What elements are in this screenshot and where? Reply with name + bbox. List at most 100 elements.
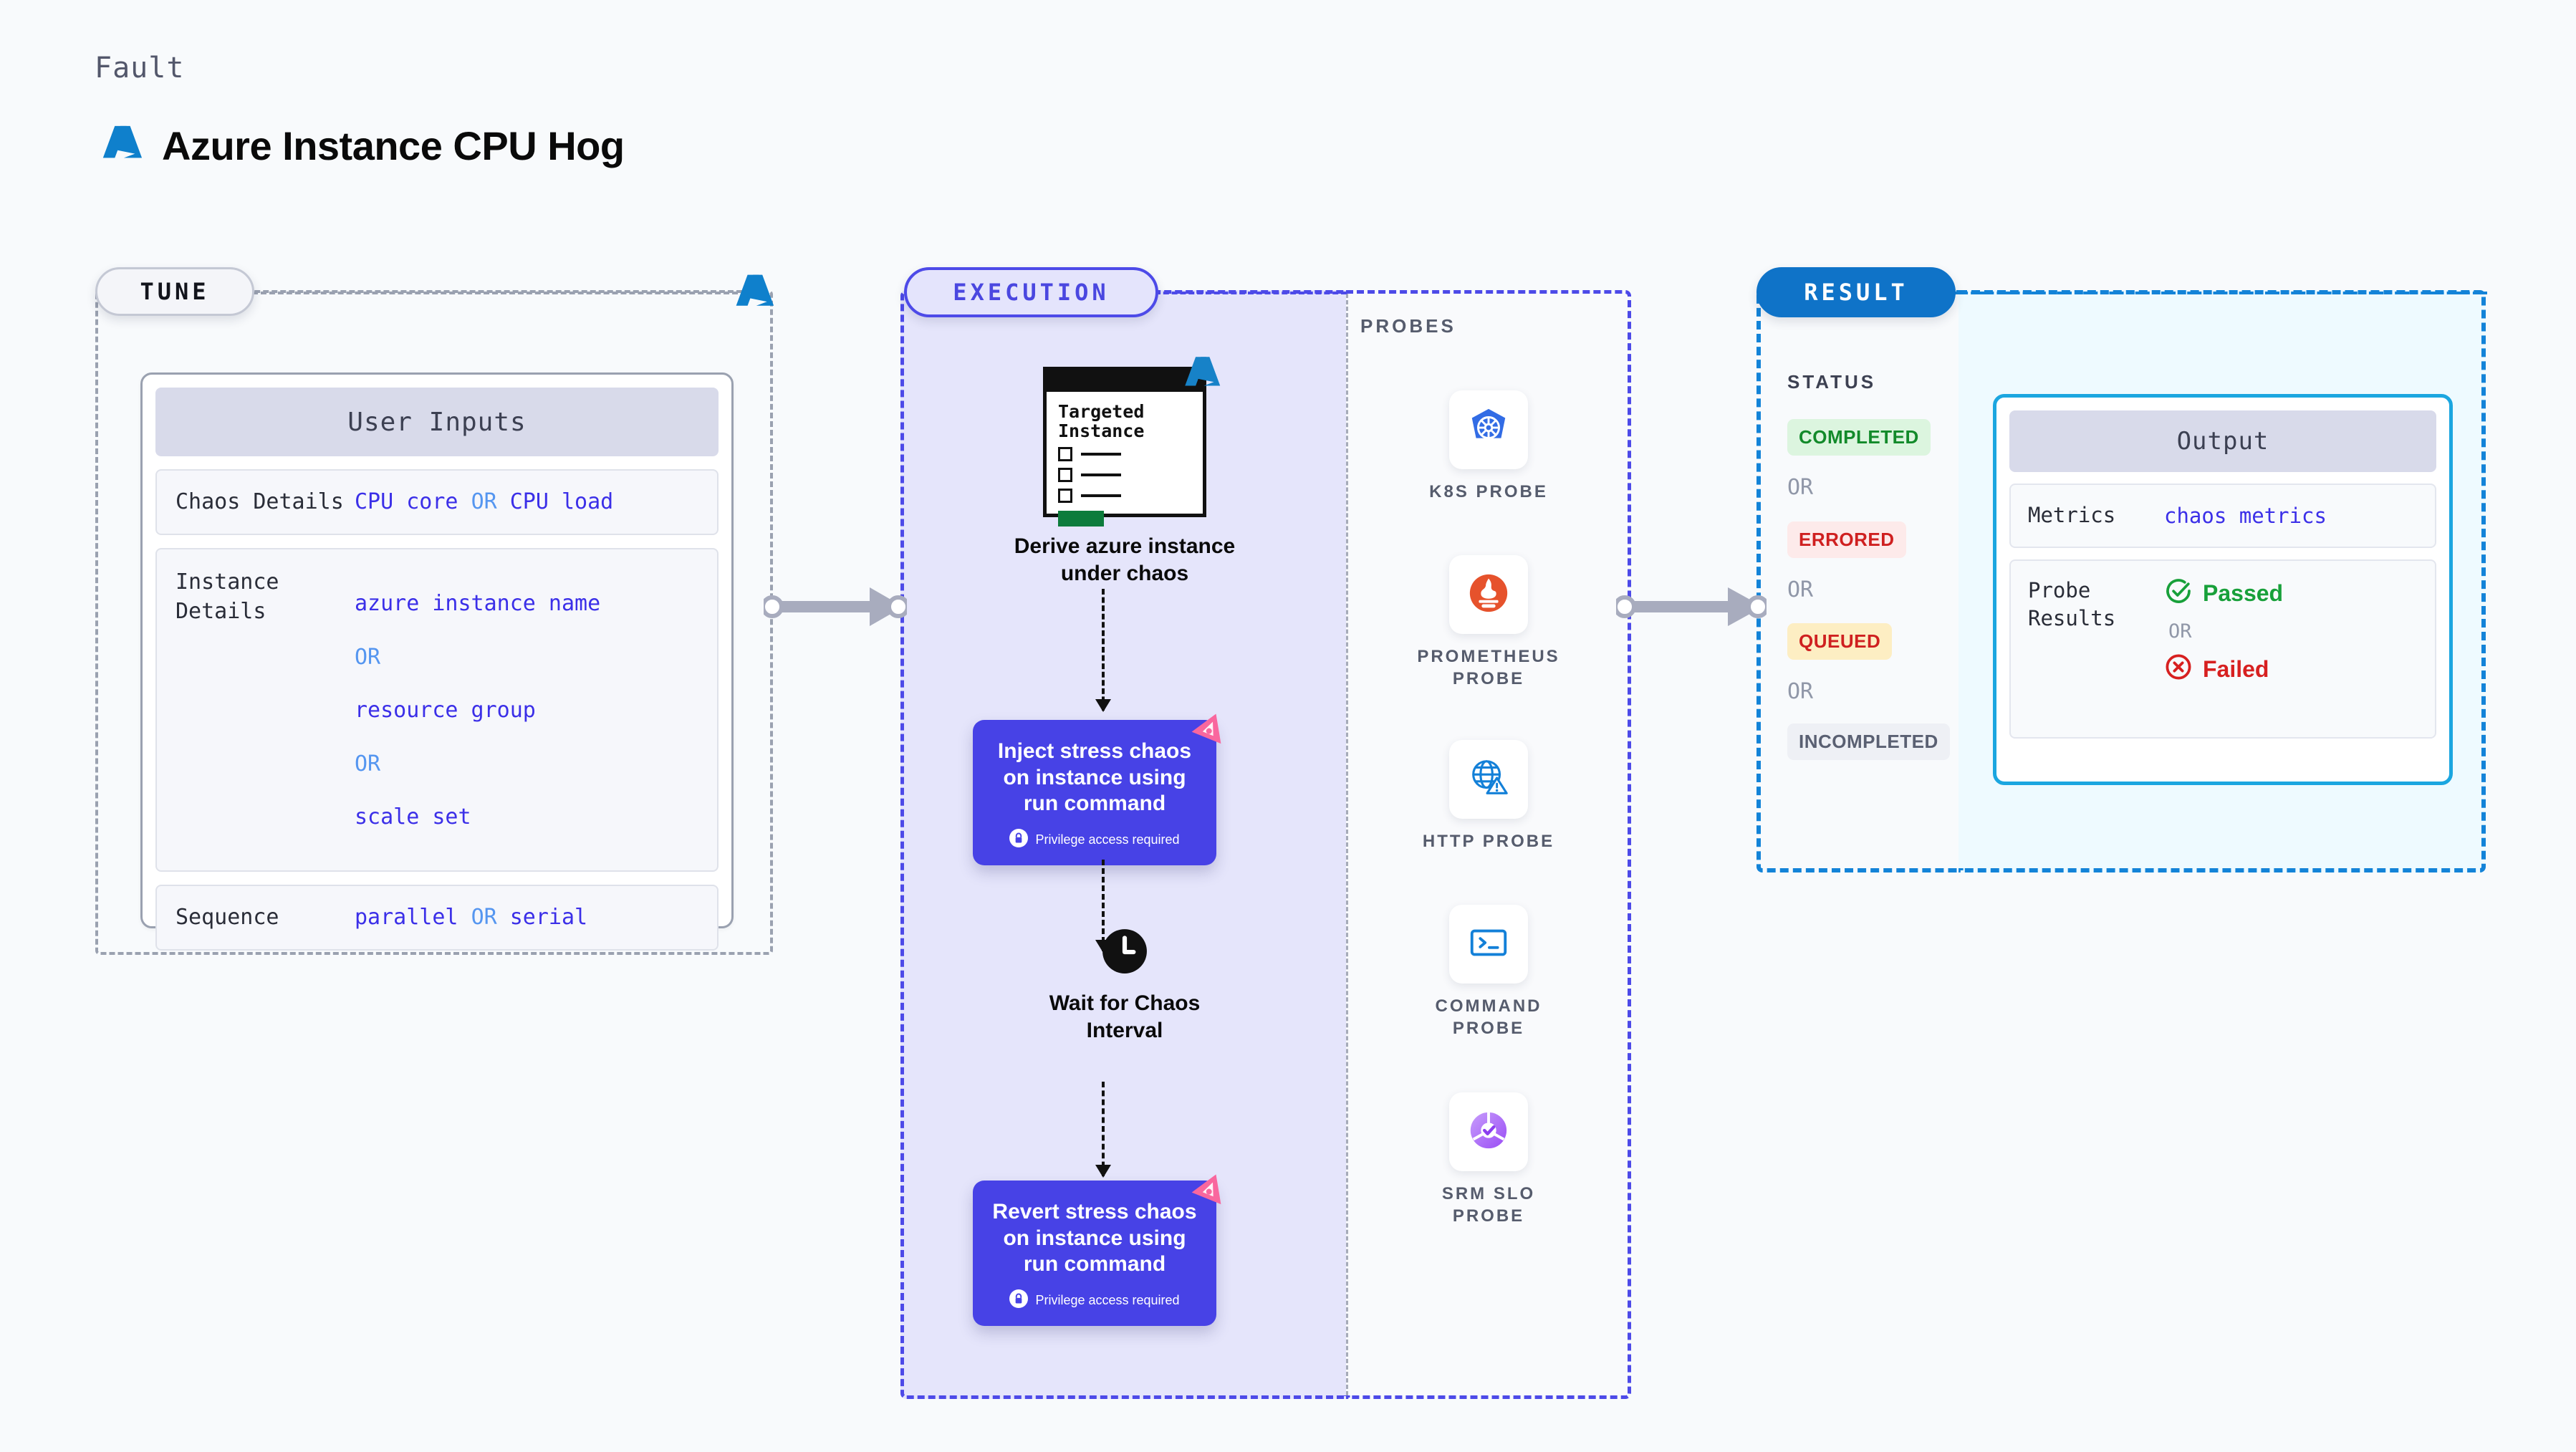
status-badge-completed: COMPLETED xyxy=(1787,419,1931,456)
instance-value-scale-set: scale set xyxy=(355,804,471,830)
probe-tile xyxy=(1449,905,1528,984)
clock-icon xyxy=(1101,929,1148,978)
privilege-note: Privilege access required xyxy=(987,1289,1202,1312)
connector-tune-execution xyxy=(761,582,910,635)
output-title: Output xyxy=(2009,410,2436,472)
placeholder-line xyxy=(1081,494,1121,497)
inject-stress-chaos-card[interactable]: Inject stress chaos on instance using ru… xyxy=(973,713,1221,865)
targeted-instance-card: Targeted Instance xyxy=(1043,357,1221,527)
terminal-icon xyxy=(1466,920,1511,968)
probe-results-label: Probe Results xyxy=(2028,578,2116,631)
sequence-value-parallel: parallel xyxy=(355,904,458,930)
probe-tile xyxy=(1449,555,1528,634)
placeholder-line xyxy=(1081,473,1121,476)
sequence-row: Sequence parallel OR serial xyxy=(155,885,719,951)
probe-label: SRM SLO PROBE xyxy=(1441,1184,1536,1226)
instance-value-name: azure instance name xyxy=(355,591,601,616)
probe-srm-slo[interactable]: SRM SLO PROBE xyxy=(1415,1092,1562,1227)
probe-label: PROMETHEUS PROBE xyxy=(1417,647,1560,689)
x-circle-icon xyxy=(2164,653,2193,686)
user-inputs-title: User Inputs xyxy=(155,388,719,456)
status-badge-errored: ERRORED xyxy=(1787,521,1906,558)
chaos-details-label: Chaos Details xyxy=(176,489,344,514)
probes-divider xyxy=(1346,294,1348,1395)
checklist-row xyxy=(1058,447,1191,461)
chaos-value-cpu-core: CPU core xyxy=(355,489,458,514)
status-separator-1: OR xyxy=(1787,475,1814,500)
user-inputs-card: User Inputs Chaos Details CPU core OR CP… xyxy=(140,372,734,951)
probe-prometheus[interactable]: PROMETHEUS PROBE xyxy=(1415,555,1562,690)
status-badge-incompleted: INCOMPLETED xyxy=(1787,723,1950,760)
instance-details-values: azure instance name OR resource group OR… xyxy=(355,568,698,852)
chaos-or-1: OR xyxy=(471,489,497,514)
derive-instance-label: Derive azure instance under chaos xyxy=(1014,534,1236,585)
wait-for-chaos-label: Wait for Chaos Interval xyxy=(1049,991,1201,1042)
revert-card-text: Revert stress chaos on instance using ru… xyxy=(992,1200,1197,1276)
check-circle-icon xyxy=(2164,577,2193,610)
inject-card-text: Inject stress chaos on instance using ru… xyxy=(997,739,1192,816)
instance-or-2: OR xyxy=(355,751,381,777)
sequence-label: Sequence xyxy=(176,904,279,930)
checklist-row xyxy=(1058,468,1191,482)
metrics-row: Metrics chaos metrics xyxy=(2009,484,2436,548)
probe-results-row: Probe Results Passed OR xyxy=(2009,559,2436,739)
privilege-note-text: Privilege access required xyxy=(1035,1292,1180,1307)
failed-label: Failed xyxy=(2203,656,2269,682)
result-pill[interactable]: RESULT xyxy=(1756,267,1956,317)
kubernetes-icon xyxy=(1466,406,1511,454)
output-card: Output Metrics chaos metrics Probe Resul… xyxy=(1993,394,2453,785)
status-bar-indicator xyxy=(1058,511,1104,527)
azure-logo-icon xyxy=(1181,353,1221,397)
status-separator-3: OR xyxy=(1787,679,1814,704)
sequence-or-1: OR xyxy=(471,904,497,930)
probe-tile xyxy=(1449,390,1528,469)
azure-logo-icon xyxy=(99,122,143,170)
probe-tile xyxy=(1449,740,1528,819)
derive-instance-node: Targeted Instance xyxy=(974,357,1275,587)
card-body: Targeted Instance xyxy=(1047,392,1203,527)
tune-pill[interactable]: TUNE xyxy=(95,267,254,316)
http-globe-warning-icon xyxy=(1466,756,1511,804)
card-titlebar xyxy=(1047,370,1203,392)
probe-k8s[interactable]: K8S PROBE xyxy=(1415,390,1562,503)
status-badge-queued: QUEUED xyxy=(1787,623,1893,660)
instance-or-1: OR xyxy=(355,644,381,670)
checkbox-icon xyxy=(1058,447,1072,461)
passed-label: Passed xyxy=(2203,580,2284,606)
probe-result-separator: OR xyxy=(2168,620,2192,643)
status-label: STATUS xyxy=(1787,371,1877,393)
srm-slo-donut-icon xyxy=(1466,1108,1511,1156)
checkbox-icon xyxy=(1058,468,1072,482)
lock-icon xyxy=(1009,1289,1029,1312)
prometheus-icon xyxy=(1466,571,1511,619)
azure-logo-icon xyxy=(732,271,775,317)
probes-region xyxy=(1346,290,1631,1399)
probe-result-passed: Passed xyxy=(2164,577,2418,610)
status-separator-2: OR xyxy=(1787,577,1814,602)
sequence-values: parallel OR serial xyxy=(355,903,698,933)
metrics-value: chaos metrics xyxy=(2164,504,2327,528)
privilege-note-text: Privilege access required xyxy=(1035,832,1180,847)
revert-stress-chaos-card[interactable]: Revert stress chaos on instance using ru… xyxy=(973,1174,1221,1326)
instance-details-row: Instance Details azure instance name OR … xyxy=(155,548,719,872)
execution-pill[interactable]: EXECUTION xyxy=(904,267,1158,317)
instance-details-label: Instance Details xyxy=(176,569,279,624)
chaos-details-values: CPU core OR CPU load xyxy=(355,488,698,517)
litmus-badge-icon xyxy=(1189,1166,1232,1213)
probe-results-values: Passed OR Failed xyxy=(2164,577,2418,721)
result-leader-line xyxy=(1953,292,2487,294)
connector-execution-result xyxy=(1613,582,1769,635)
probe-label: HTTP PROBE xyxy=(1422,832,1555,851)
probe-label: COMMAND PROBE xyxy=(1435,996,1542,1039)
execution-leader-line xyxy=(1155,292,1347,294)
chaos-value-cpu-load: CPU load xyxy=(509,489,614,514)
probe-command[interactable]: COMMAND PROBE xyxy=(1415,905,1562,1039)
page-title: Azure Instance CPU Hog xyxy=(162,123,625,168)
probe-http[interactable]: HTTP PROBE xyxy=(1415,740,1562,852)
checkbox-icon xyxy=(1058,489,1072,503)
privilege-note: Privilege access required xyxy=(987,828,1202,851)
checklist-row xyxy=(1058,489,1191,503)
tune-leader-line xyxy=(252,292,746,294)
probes-section-label: PROBES xyxy=(1360,315,1456,337)
